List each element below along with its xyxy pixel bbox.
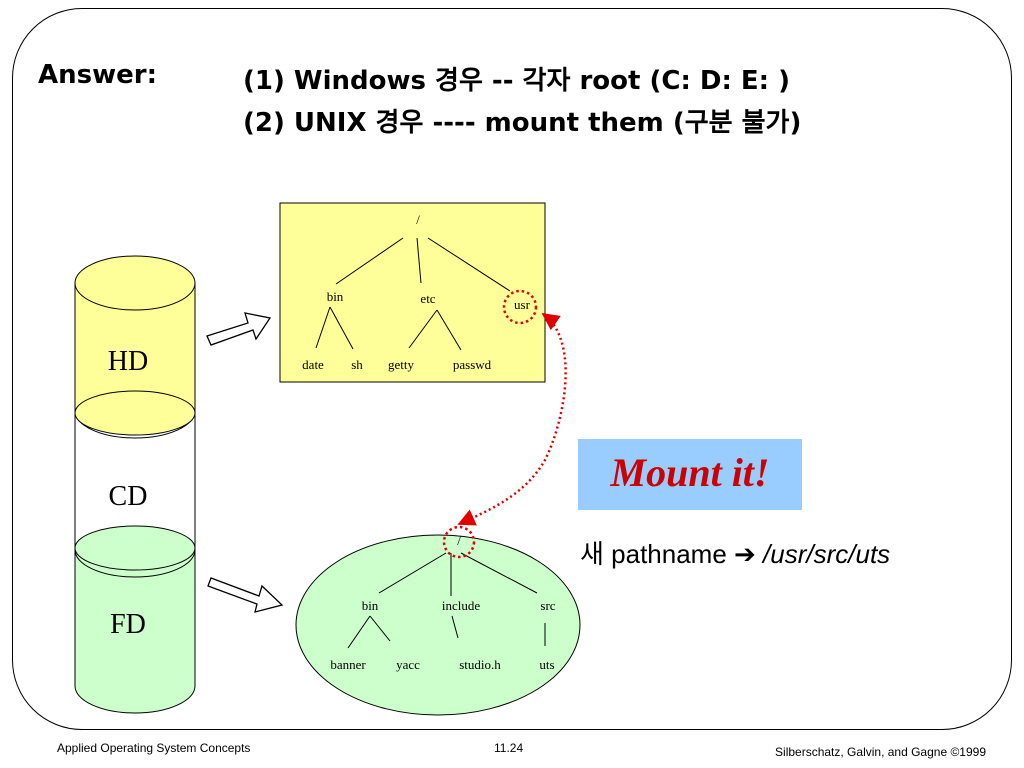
fd-tree-node-include: include (442, 598, 480, 613)
mount-it-text: Mount it! (610, 450, 770, 495)
disk-stack: HD CD FD (74, 255, 196, 714)
hd-tree-box (279, 202, 546, 383)
usr-mount-point-circle (502, 289, 538, 325)
hd-tree-leaf-sh: sh (351, 357, 363, 372)
disk-label-hd: HD (108, 346, 148, 377)
hd-tree-leaf-getty: getty (388, 357, 414, 372)
new-pathname-line: 새 pathname ➔ /usr/src/uts (580, 534, 890, 571)
footer-slide-number: 11.24 (494, 741, 524, 755)
answer-line-2: (2) UNIX 경우 ---- mount them (구분 불가) (243, 108, 802, 138)
footer-course-title: Applied Operating System Concepts (57, 741, 251, 755)
fd-tree-ellipse (295, 534, 581, 716)
fd-tree-leaf-yacc: yacc (396, 657, 420, 672)
hd-arrow (206, 312, 272, 346)
slide-frame (12, 8, 1012, 730)
answer-line-1: (1) Windows 경우 -- 각자 root (C: D: E: ) (243, 66, 791, 96)
pathname-prefix: 새 pathname (580, 539, 735, 569)
hd-top (74, 255, 196, 311)
fd-tree-leaf-uts: uts (539, 657, 554, 672)
fd-arrow (207, 577, 284, 613)
fd-tree-node-bin: bin (362, 598, 379, 613)
fd-tree: / bin include src banner yacc studio.h u… (295, 525, 581, 716)
hd-tree-node-bin: bin (327, 289, 344, 304)
pathname-value: /usr/src/uts (763, 539, 891, 569)
hd-tree-leaf-passwd: passwd (453, 357, 492, 372)
cd-top (74, 390, 196, 436)
answer-label: Answer: (38, 60, 157, 90)
fd-tree-leaf-banner: banner (330, 657, 366, 672)
fd-tree-root: / (457, 533, 461, 548)
fd-tree-leaf-studio-h: studio.h (459, 657, 501, 672)
hd-tree-root: / (416, 212, 420, 227)
fd-tree-node-src: src (540, 598, 555, 613)
hd-tree-node-usr: usr (514, 297, 531, 312)
disk-label-cd: CD (109, 481, 148, 512)
footer-copyright: Silberschatz, Galvin, and Gagne ©1999 (775, 745, 986, 759)
hd-tree: / bin etc usr date sh getty passwd (279, 202, 546, 383)
fd-root-circle (442, 525, 476, 559)
fd-top (74, 525, 196, 571)
disk-label-fd: FD (110, 609, 146, 640)
hd-tree-node-etc: etc (420, 291, 435, 306)
hd-tree-leaf-date: date (302, 357, 324, 372)
right-arrow-icon: ➔ (734, 539, 756, 569)
mount-it-box: Mount it! (578, 439, 802, 510)
mount-link-arrow (457, 312, 567, 526)
